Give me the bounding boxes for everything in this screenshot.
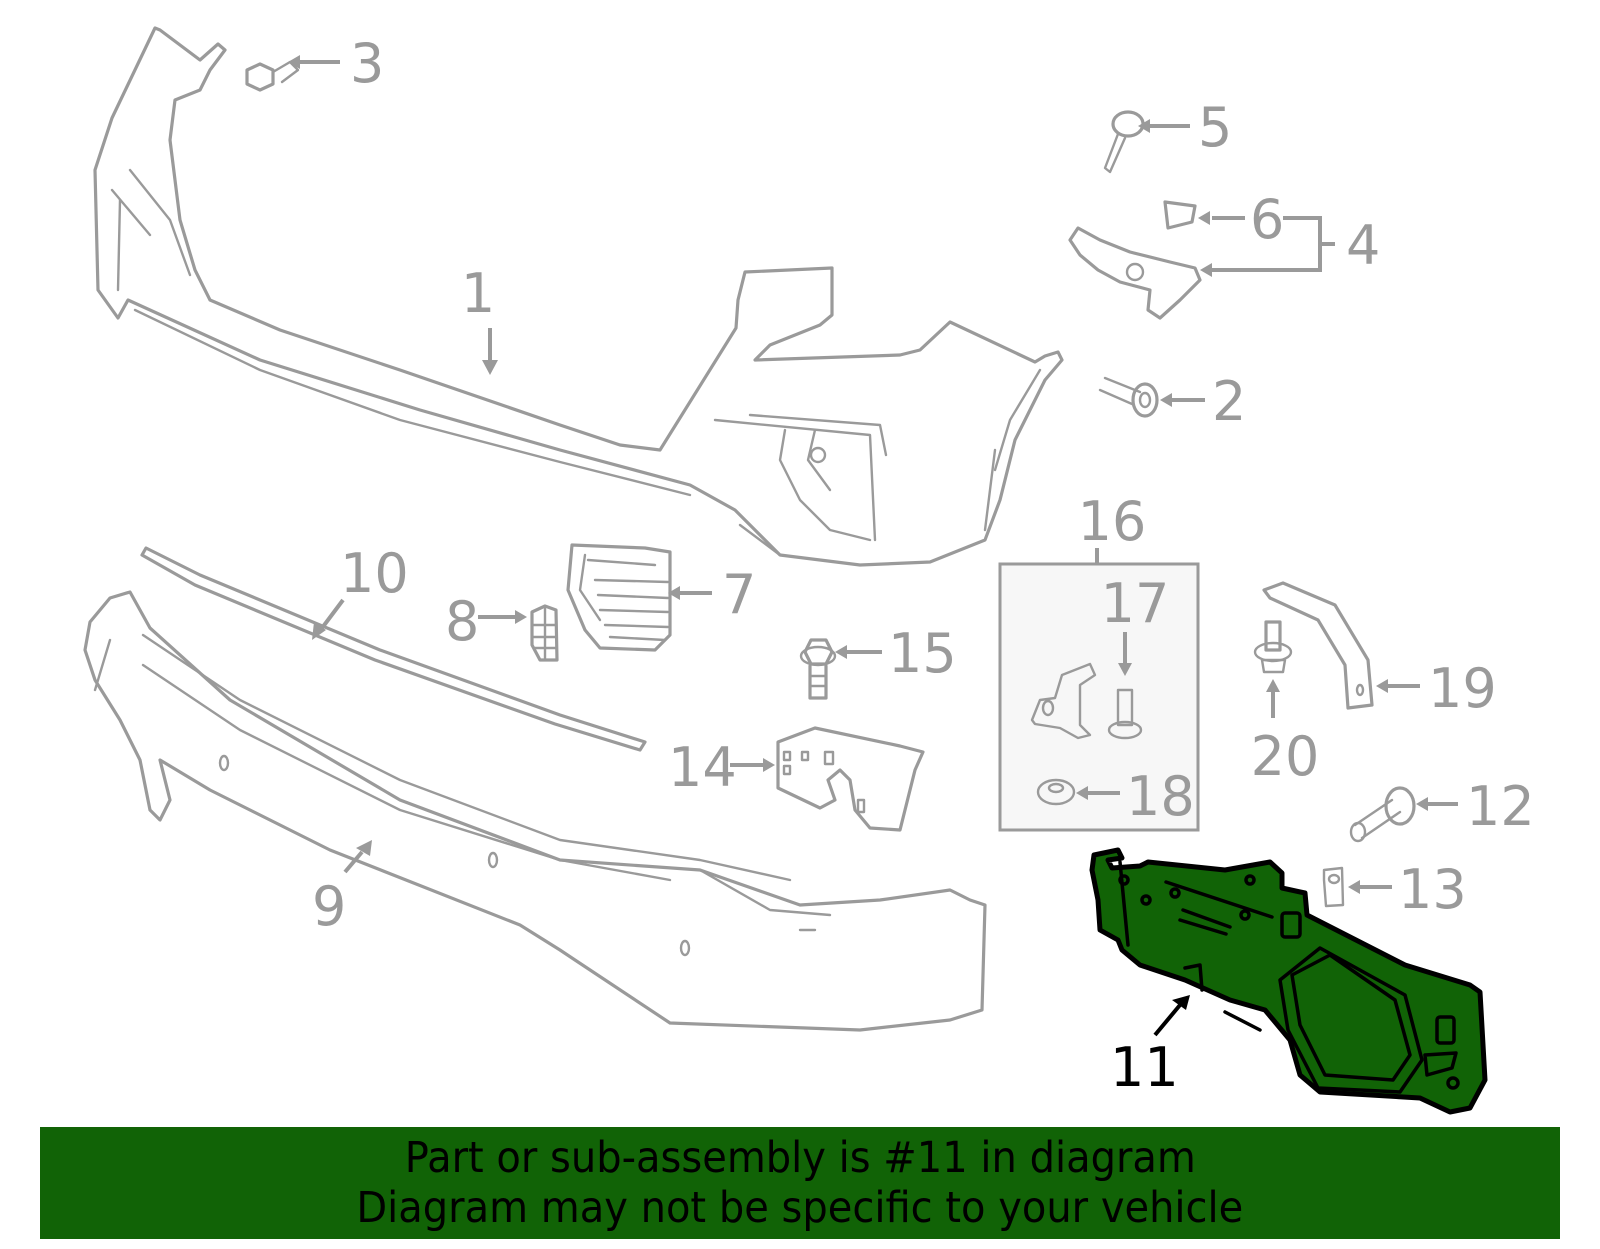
part-13-nut[interactable]: [1322, 866, 1345, 908]
svg-text:6: 6: [1250, 188, 1284, 251]
part-19-bracket[interactable]: [1262, 581, 1374, 710]
callout-6-4: 6 4: [1198, 188, 1380, 277]
svg-text:5: 5: [1198, 96, 1232, 159]
callout-10: 10: [312, 542, 409, 640]
svg-text:8: 8: [445, 590, 479, 653]
svg-text:13: 13: [1398, 858, 1467, 921]
svg-text:11: 11: [1110, 1036, 1179, 1099]
callout-20: 20: [1251, 679, 1320, 788]
callout-16: 16: [1078, 490, 1147, 553]
svg-text:16: 16: [1078, 490, 1147, 553]
svg-text:4: 4: [1346, 214, 1380, 277]
part-1-bumper-cover[interactable]: [93, 26, 1064, 567]
svg-text:18: 18: [1126, 765, 1195, 828]
svg-text:7: 7: [722, 563, 756, 626]
svg-text:14: 14: [668, 736, 737, 799]
part-16-kit[interactable]: [998, 548, 1200, 832]
part-5-screw[interactable]: [1103, 110, 1145, 174]
svg-text:1: 1: [461, 262, 495, 325]
svg-text:10: 10: [340, 542, 409, 605]
callout-8: 8: [445, 590, 527, 653]
callout-3: 3: [288, 32, 384, 95]
part-8-insert[interactable]: [530, 604, 559, 662]
callout-17: 17: [1101, 572, 1170, 676]
svg-text:20: 20: [1251, 725, 1320, 788]
callout-7: 7: [668, 563, 756, 626]
svg-text:2: 2: [1212, 370, 1246, 433]
callout-2: 2: [1160, 370, 1246, 433]
part-4-bracket[interactable]: [1068, 226, 1202, 320]
callout-13: 13: [1348, 858, 1467, 921]
svg-text:17: 17: [1101, 572, 1170, 635]
banner-line-part: Part or sub-assembly is #11 in diagram: [404, 1133, 1196, 1183]
callout-1: 1: [461, 262, 498, 375]
callout-5: 5: [1138, 96, 1232, 159]
part-9-bumper-bar[interactable]: [83, 590, 987, 1032]
part-11-highlighted-panel[interactable]: [1089, 847, 1488, 1115]
callout-11: 11: [1110, 995, 1190, 1099]
part-3-bolt[interactable]: [245, 60, 300, 92]
svg-text:12: 12: [1466, 775, 1535, 838]
callout-19: 19: [1376, 657, 1497, 720]
callout-18: 18: [1076, 765, 1195, 828]
banner-line-disclaimer: Diagram may not be specific to your vehi…: [356, 1183, 1244, 1233]
part-12-pin[interactable]: [1349, 786, 1416, 843]
info-banner: Part or sub-assembly is #11 in diagram D…: [40, 1127, 1560, 1239]
part-6-clip[interactable]: [1163, 200, 1197, 230]
callout-9: 9: [312, 840, 372, 938]
part-15-bolt[interactable]: [799, 638, 837, 700]
svg-text:9: 9: [312, 875, 346, 938]
part-14-bracket[interactable]: [776, 726, 925, 832]
callout-12: 12: [1416, 775, 1535, 838]
svg-text:15: 15: [888, 622, 957, 685]
part-2-pin[interactable]: [1098, 376, 1159, 418]
callout-14: 14: [668, 736, 775, 799]
part-20-stud[interactable]: [1253, 620, 1293, 674]
callout-15: 15: [835, 622, 957, 685]
svg-text:3: 3: [350, 32, 384, 95]
svg-text:19: 19: [1428, 657, 1497, 720]
part-7-fog-bezel[interactable]: [566, 543, 672, 652]
